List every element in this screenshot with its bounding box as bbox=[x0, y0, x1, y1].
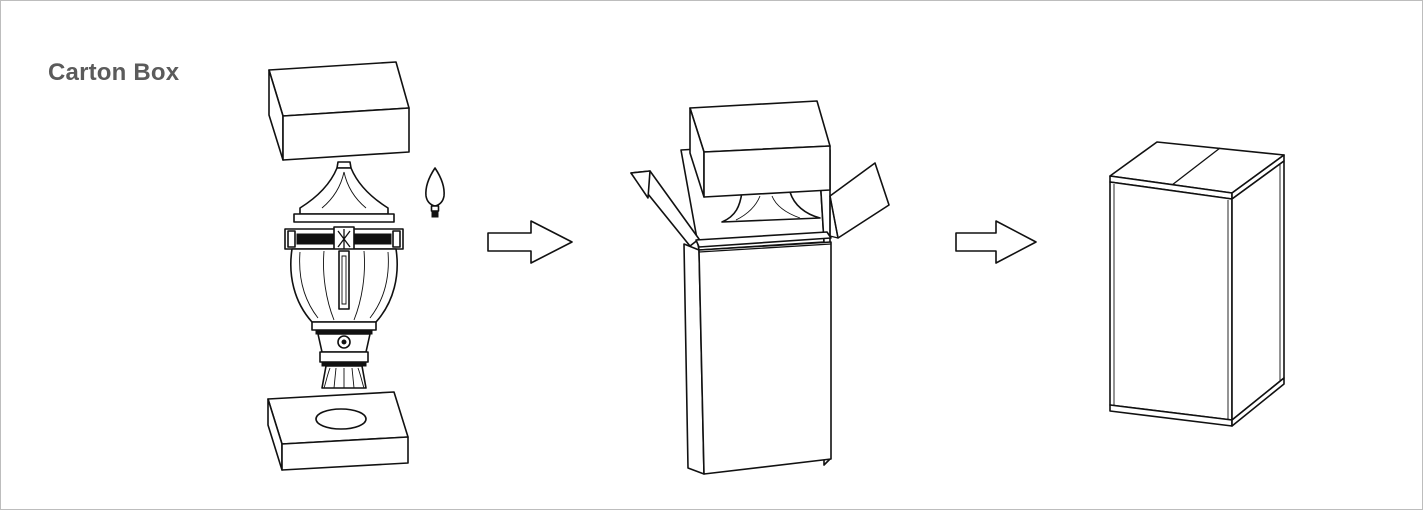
light-bulb-icon bbox=[426, 168, 444, 217]
open-carton-box-icon bbox=[631, 101, 889, 474]
post-top-lantern-icon bbox=[285, 162, 403, 388]
closed-carton-box-icon bbox=[1110, 142, 1284, 426]
bottom-carton-tray-icon bbox=[268, 392, 408, 470]
lamp-and-carton-parts-icon bbox=[268, 62, 444, 470]
arrow-right-icon bbox=[956, 221, 1036, 263]
arrow-right-icon bbox=[488, 221, 572, 263]
top-carton-cap-icon bbox=[269, 62, 409, 160]
diagram-title: Carton Box bbox=[48, 59, 180, 86]
